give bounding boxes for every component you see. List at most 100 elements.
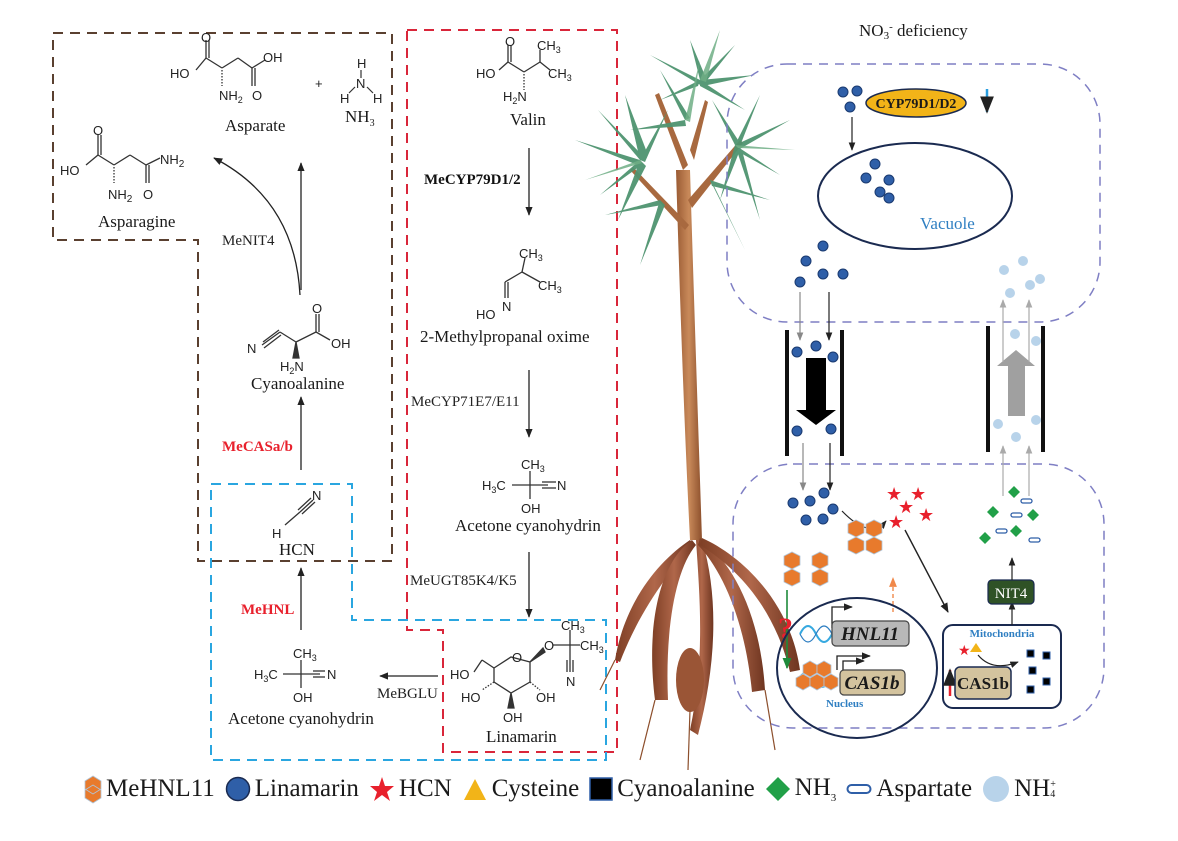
plus-sign: + bbox=[315, 76, 323, 91]
asparagine-label: Asparagine bbox=[98, 212, 175, 231]
linamarin-n: N bbox=[566, 674, 575, 689]
asparate-nh2: NH2 bbox=[219, 88, 243, 105]
mito-hcn-star: ★ bbox=[958, 643, 971, 659]
mitochondria-label: Mitochondria bbox=[970, 628, 1035, 640]
svg-text:★: ★ bbox=[888, 512, 904, 533]
linamarin-label: Linamarin bbox=[486, 727, 557, 746]
asparagine-ho: HO bbox=[60, 163, 80, 178]
oxime-ch3-right: CH3 bbox=[538, 278, 562, 295]
aspartate-capsules bbox=[995, 498, 1041, 543]
phloem-wall-right-2 bbox=[1041, 326, 1045, 452]
lower-cell-boundary bbox=[732, 463, 1105, 729]
ach1-h3c: H3C bbox=[482, 478, 506, 495]
legend-item-aspartate: Aspartate bbox=[846, 775, 972, 803]
valin-o: O bbox=[505, 34, 515, 49]
asparagine-o1: O bbox=[93, 123, 103, 138]
oxime-n: N bbox=[502, 299, 511, 314]
brown-dashed-box bbox=[52, 32, 393, 562]
valin-h2n: H2N bbox=[503, 89, 527, 106]
valin-ho: HO bbox=[476, 66, 496, 81]
cas1b-mito-label: CAS1b bbox=[957, 674, 1009, 693]
nh4-dots-channel bbox=[993, 329, 1041, 442]
nh3-diamond-icon bbox=[765, 777, 790, 801]
cas1b-promoter-arrow-2 bbox=[842, 657, 865, 672]
linamarin-circle-icon bbox=[225, 776, 251, 802]
cyanoalanine-h2n: H2N bbox=[280, 359, 304, 376]
nh3-structure bbox=[348, 70, 374, 94]
legend-label-mehnl11: MeHNL11 bbox=[106, 775, 215, 802]
mehnl11-bound-cluster bbox=[795, 660, 839, 691]
svg-text:★: ★ bbox=[910, 484, 926, 505]
cyp79d1-d2-label: CYP79D1/D2 bbox=[876, 97, 957, 112]
blue-dashed-box bbox=[210, 483, 607, 761]
asparate-oh: OH bbox=[263, 50, 283, 65]
cas-reaction-curved-arrow bbox=[977, 654, 1019, 668]
oxime-label: 2-Methylpropanal oxime bbox=[420, 327, 590, 346]
asparate-o1: O bbox=[201, 30, 211, 45]
mecyp71-label: MeCYP71E7/E11 bbox=[411, 394, 520, 410]
mecas-label: MeCASa/b bbox=[222, 439, 293, 455]
ach2-h3c: H3C bbox=[254, 667, 278, 684]
cas1b-nucleus-gene-label: CAS1b bbox=[845, 673, 900, 694]
asparagine-nh2-alpha: NH2 bbox=[108, 187, 133, 205]
downward-transport-arrow bbox=[796, 358, 836, 425]
linamarin-o: O bbox=[544, 638, 554, 653]
legend-item-mehnl11: MeHNL11 bbox=[84, 774, 215, 804]
ach1-n: N bbox=[557, 478, 566, 493]
svg-text:★: ★ bbox=[898, 497, 914, 518]
legend-label-linamarin: Linamarin bbox=[254, 775, 359, 802]
mecyp79-label: MeCYP79D1/2 bbox=[424, 172, 521, 188]
legend-item-cysteine: Cysteine bbox=[462, 775, 579, 803]
hcn-stars: ★★★ ★★ bbox=[886, 484, 934, 533]
legend-label-nh3: NH3 bbox=[794, 774, 837, 804]
ach2-n: N bbox=[327, 667, 336, 682]
phloem-wall-right-1 bbox=[986, 326, 990, 452]
linamarin-dots-top bbox=[837, 85, 863, 113]
asparate-label: Asparate bbox=[225, 116, 285, 135]
cyanoalanine-o: O bbox=[312, 301, 322, 316]
asparagine-o2: O bbox=[143, 187, 153, 202]
nh4-dots-top bbox=[999, 256, 1045, 298]
upward-transport-arrow bbox=[997, 350, 1035, 416]
legend-label-aspartate: Aspartate bbox=[876, 775, 973, 802]
nucleus-label: Nucleus bbox=[826, 698, 864, 710]
asparagine-nh2: NH2 bbox=[160, 152, 185, 170]
linamarin-structure bbox=[473, 630, 580, 709]
nh3-h-top: H bbox=[357, 56, 366, 71]
ach2-ch3: CH3 bbox=[293, 646, 317, 663]
cyanoalanine-n: N bbox=[247, 341, 256, 356]
mehnl-label: MeHNL bbox=[241, 602, 294, 618]
vacuole bbox=[817, 142, 1013, 250]
mitochondria bbox=[942, 624, 1062, 709]
oxime-ch3-top: CH3 bbox=[519, 246, 543, 263]
hcn-to-mito-arrow bbox=[904, 529, 949, 613]
nh3-label: NH3 bbox=[345, 107, 375, 129]
cas1b-promoter-arrow-1 bbox=[836, 652, 871, 670]
red-dashed-box bbox=[406, 29, 618, 753]
meugt-label: MeUGT85K4/K5 bbox=[410, 573, 517, 589]
cyanoalanine-structure bbox=[261, 314, 331, 359]
ach2-oh: OH bbox=[293, 690, 313, 705]
nh3-n: N bbox=[356, 76, 365, 91]
acetone-cyanohydrin-2-structure bbox=[283, 660, 325, 688]
linamarin-dots-export bbox=[794, 240, 849, 288]
legend-label-hcn: HCN bbox=[398, 775, 452, 802]
legend-item-nh3: NH3 bbox=[765, 774, 837, 804]
legend-label-nh4: NH+4 bbox=[1014, 775, 1056, 802]
linamarin-ho-1: HO bbox=[450, 667, 470, 682]
cyanoalanine-oh: OH bbox=[331, 336, 351, 351]
nit4-label: NIT4 bbox=[995, 586, 1028, 602]
vacuole-label: Vacuole bbox=[920, 214, 975, 233]
cas1b-nucleus-gene-box bbox=[839, 669, 906, 696]
cas1b-mito-box bbox=[954, 666, 1012, 700]
linamarin-dots-channel bbox=[791, 340, 839, 437]
acetone-cyanohydrin-2-label: Acetone cyanohydrin bbox=[228, 709, 374, 728]
nh4-circle-icon bbox=[983, 776, 1010, 802]
nh3-h-left: H bbox=[340, 91, 349, 106]
hcn-h: H bbox=[272, 526, 281, 541]
legend-item-nh4: NH+4 bbox=[982, 775, 1056, 803]
acetone-cyanohydrin-1-structure bbox=[512, 471, 556, 499]
ach1-ch3: CH3 bbox=[521, 457, 545, 474]
phloem-wall-left-2 bbox=[840, 330, 844, 456]
linamarin-dots-vacuole bbox=[860, 158, 895, 204]
